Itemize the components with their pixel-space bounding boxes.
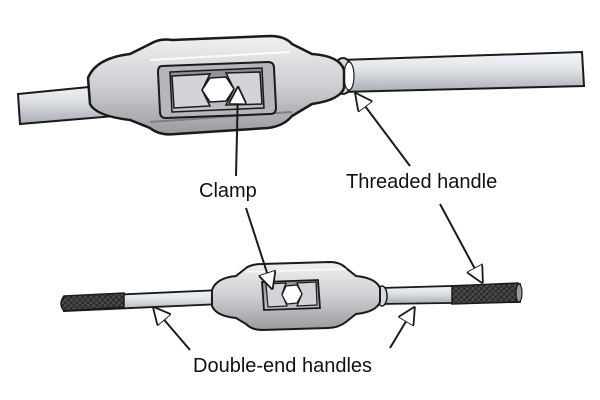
callout-arrows — [154, 88, 482, 351]
top-tap-wrench — [16, 34, 586, 136]
clamp-arrow-bottom — [245, 207, 272, 288]
top-collar-face — [343, 61, 355, 91]
threaded-handle-label: Threaded handle — [346, 171, 498, 193]
top-threaded-handle — [338, 50, 586, 94]
threaded-handle-arrow-top — [356, 94, 411, 167]
bottom-tap-wrench — [60, 260, 523, 332]
double-end-handles-label: Double-end handles — [193, 355, 373, 377]
double-end-arrow-left — [154, 308, 191, 351]
threaded-handle-arrow-bottom — [439, 203, 482, 282]
double-end-arrow-right — [389, 308, 414, 349]
clamp-arrow-top — [236, 88, 238, 177]
top-clamp-jaw-left — [171, 73, 212, 109]
clamp-label: Clamp — [199, 180, 257, 202]
